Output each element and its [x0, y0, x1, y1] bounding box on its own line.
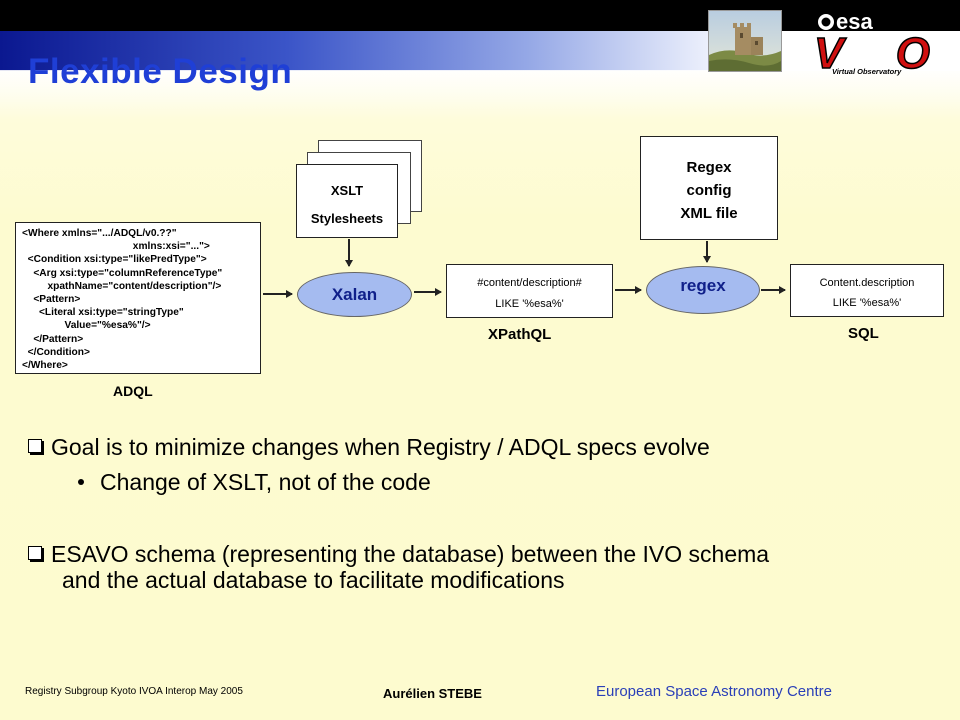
adql-code-line: <Condition xsi:type="likePredType"> [22, 254, 207, 266]
regex-processor: regex [646, 266, 760, 314]
xslt-line2: Stylesheets [310, 211, 384, 226]
bullet-goal: Goal is to minimize changes when Registr… [28, 434, 710, 460]
footer-event: Registry Subgroup Kyoto IVOA Interop May… [25, 686, 243, 697]
adql-code-line: <Where xmlns=".../ADQL/v0.??" [22, 228, 177, 239]
sql-line2: LIKE '%esa%' [832, 297, 902, 309]
esa-vo-logo: esa VO Virtual Observatory [810, 6, 950, 79]
regex-config-line1: Regex [686, 159, 732, 176]
bullet-goal-text: Goal is to minimize changes when Registr… [51, 434, 710, 460]
xslt-stylesheets-box: XSLT Stylesheets [296, 164, 398, 238]
adql-code-line: xmlns:xsi="..."> [96, 241, 210, 253]
xpathql-box: #content/description# LIKE '%esa%' [446, 264, 613, 318]
bullet-esavo-schema: ESAVO schema (representing the database)… [28, 541, 769, 593]
vo-tagline: Virtual Observatory [832, 67, 902, 76]
bullet-esavo-line2: and the actual database to facilitate mo… [62, 567, 565, 593]
xalan-label: Xalan [331, 284, 378, 304]
esa-wordmark: esa [836, 9, 873, 34]
xpath-line2: LIKE '%esa%' [495, 298, 564, 310]
xpathql-label: XPathQL [488, 326, 552, 343]
adql-code-line: xpathName="content/description"/> [22, 280, 222, 292]
sql-label: SQL [848, 325, 879, 342]
regex-config-box: Regex config XML file [640, 136, 778, 240]
sql-line1: Content.description [819, 277, 915, 289]
dot-bullet-icon [78, 479, 84, 485]
castle-photo [708, 10, 782, 72]
adql-code-line: </Pattern> [22, 333, 84, 345]
sql-box: Content.description LIKE '%esa%' [790, 264, 944, 317]
checkbox-bullet-icon [28, 546, 42, 560]
footer-organization: European Space Astronomy Centre [596, 683, 832, 700]
bullet-xslt-change: Change of XSLT, not of the code [78, 469, 431, 495]
footer-author: Aurélien STEBE [383, 686, 482, 701]
adql-code-line: <Pattern> [22, 294, 81, 306]
adql-code-line: </Condition> [22, 346, 90, 358]
adql-code-line: Value="%esa%"/> [22, 320, 151, 332]
bullet-esavo-line1: ESAVO schema (representing the database)… [51, 541, 770, 567]
regex-config-line3: XML file [680, 205, 738, 222]
adql-code-line: </Where> [22, 360, 68, 372]
title-gradient-bar [0, 31, 960, 71]
adql-code-line: <Literal xsi:type="stringType" [22, 307, 184, 319]
regex-config-line2: config [686, 182, 732, 199]
top-black-bar [0, 0, 960, 31]
adql-code-line: <Arg xsi:type="columnReferenceType" [22, 267, 223, 279]
xalan-processor: Xalan [297, 272, 412, 317]
checkbox-bullet-icon [28, 439, 42, 453]
title-bar-fade [0, 70, 960, 120]
xpath-line1: #content/description# [477, 277, 582, 289]
adql-code-box: <Where xmlns=".../ADQL/v0.??" xmlns:xsi=… [15, 222, 261, 374]
xslt-line1: XSLT [330, 183, 364, 198]
bullet-xslt-change-text: Change of XSLT, not of the code [100, 469, 431, 495]
slide-title: Flexible Design [28, 52, 293, 91]
regex-label: regex [680, 276, 726, 295]
adql-label: ADQL [113, 383, 153, 399]
